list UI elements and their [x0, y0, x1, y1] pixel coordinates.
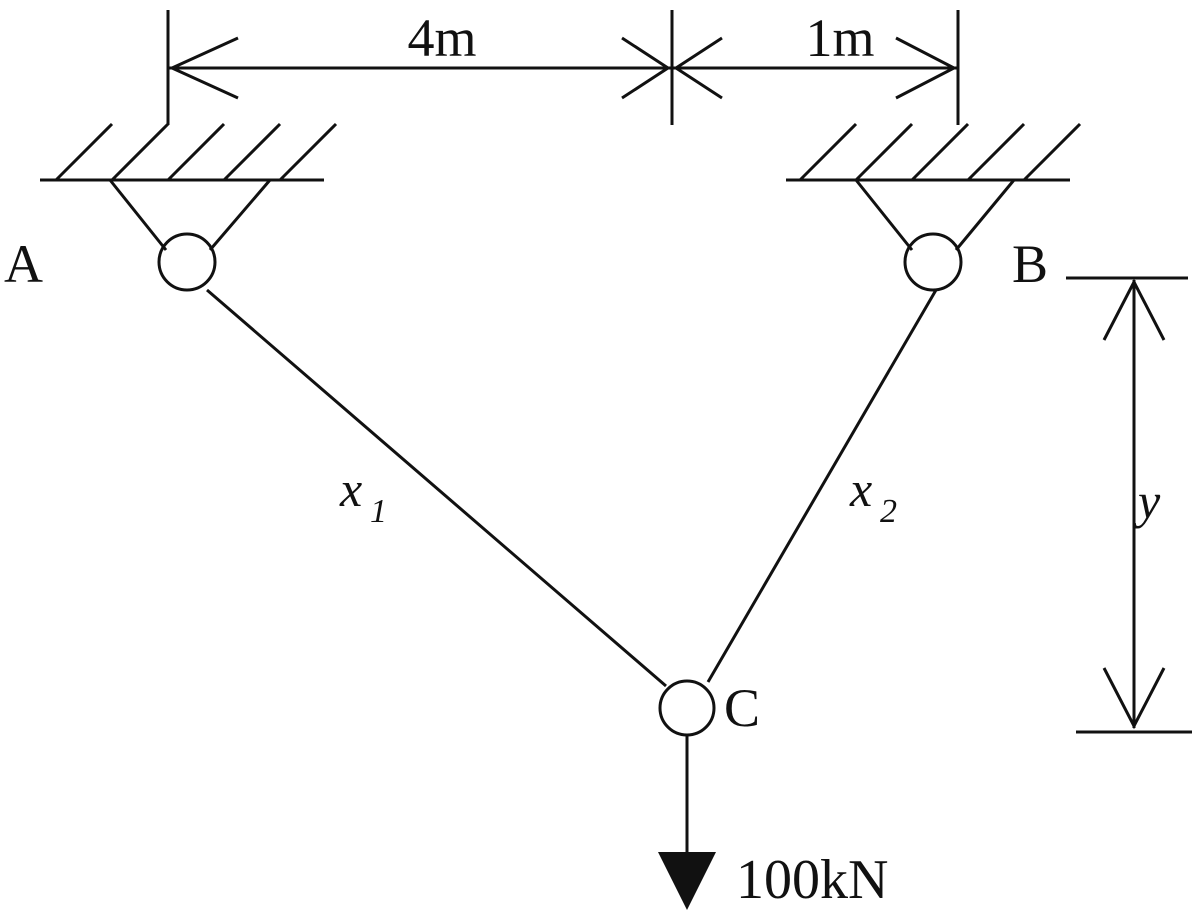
hatch-b-5: [1022, 122, 1082, 182]
vertical-dimension: [1066, 276, 1192, 734]
bracket-a-right: [208, 179, 272, 251]
hatch-b-3: [910, 122, 970, 182]
load-label: 100kN: [736, 849, 888, 911]
dim-label-vertical: y: [1133, 473, 1161, 529]
dim-arrow-bottom: [1102, 667, 1166, 730]
dim-label-right: 1m: [805, 8, 874, 68]
pin-b: [903, 232, 963, 292]
hatch-a-5: [278, 122, 338, 182]
dim-arrow-top: [1102, 278, 1166, 341]
hatch-a-4: [222, 122, 282, 182]
hatch-b-4: [966, 122, 1026, 182]
horizontal-dimension: 4m 1m: [166, 8, 960, 125]
member-ac: [206, 288, 667, 688]
bracket-a-left: [108, 179, 168, 251]
label-member-2: x: [849, 461, 872, 517]
dim-arrow-right: [895, 36, 958, 100]
bracket-b-left: [854, 179, 914, 251]
dim-arrow-middle-left: [621, 36, 671, 100]
label-a: A: [4, 234, 43, 294]
dim-arrow-left: [168, 36, 239, 100]
support-a: [40, 122, 338, 292]
load-arrow-head: [658, 852, 716, 910]
label-c: C: [724, 678, 760, 738]
hatch-a-1: [54, 122, 114, 182]
pin-c: [658, 679, 716, 737]
load-arrow: [658, 735, 716, 910]
bracket-b-right: [954, 179, 1016, 251]
member-bc: [706, 289, 938, 683]
label-member-1: x: [339, 461, 362, 517]
label-member-2-subscript: 2: [880, 493, 897, 530]
support-b: [786, 122, 1082, 292]
label-b: B: [1012, 234, 1048, 294]
hatch-b-1: [798, 122, 858, 182]
label-member-1-subscript: 1: [370, 493, 387, 530]
dim-label-left: 4m: [407, 8, 476, 68]
pin-a: [157, 232, 217, 292]
dim-arrow-middle-right: [673, 36, 723, 100]
hatch-a-3: [166, 122, 226, 182]
hatch-a-2: [110, 122, 170, 182]
hatch-b-2: [854, 122, 914, 182]
